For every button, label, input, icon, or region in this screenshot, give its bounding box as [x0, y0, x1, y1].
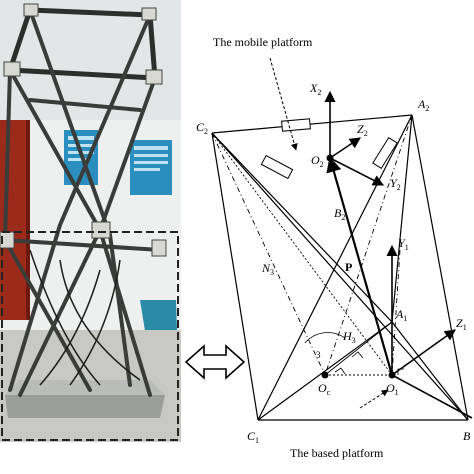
- label-z1: Z1: [456, 316, 467, 332]
- based-callout-arrow: [359, 389, 389, 409]
- label-c2: C2: [196, 120, 208, 136]
- label-a1: A1: [395, 307, 407, 323]
- label-c1: C1: [247, 429, 259, 445]
- robot-photo: [0, 0, 181, 442]
- highlight-box: [1, 231, 179, 441]
- caption-space: [0, 442, 181, 474]
- mobile-platform-label: The mobile platform: [213, 35, 313, 49]
- point-o2: [326, 154, 334, 162]
- label-b2: B2: [334, 206, 345, 222]
- label-h3: H3: [342, 329, 356, 345]
- axis-z2: [329, 137, 361, 159]
- point-labels: C2 A2 B2 O2 C1 A1 O1 Oc N3 H3 B P 3: [196, 97, 471, 445]
- label-oc: Oc: [318, 381, 331, 397]
- label-b1: B: [463, 429, 471, 443]
- label-a2: A2: [417, 97, 429, 113]
- point-o1: [388, 371, 396, 379]
- construction-lines: [211, 114, 413, 376]
- label-angle3: 3: [316, 350, 321, 360]
- label-o1: O1: [386, 381, 399, 397]
- label-o2: O2: [311, 153, 324, 169]
- axis-z1: [391, 329, 456, 376]
- label-y2: Y2: [390, 176, 401, 192]
- axis-x1: [391, 374, 473, 419]
- base-plate: [5, 395, 165, 418]
- frame-lines: [211, 114, 469, 421]
- label-n3: N3: [261, 261, 274, 277]
- points: [321, 154, 396, 379]
- point-oc: [321, 371, 329, 379]
- label-y1: Y1: [398, 236, 409, 252]
- based-platform-label: The based platform: [290, 446, 384, 460]
- vector-p: [326, 156, 394, 376]
- label-z2: Z2: [357, 122, 368, 138]
- label-x2: X2: [309, 81, 321, 97]
- actuator-links: [260, 118, 398, 180]
- struts: [3, 8, 162, 397]
- mobile-callout-arrow: [269, 57, 298, 151]
- label-p: P: [345, 260, 352, 274]
- kinematic-diagram: The mobile platform The based platform C…: [184, 35, 473, 460]
- axis-labels: X2 Y2 Z2 Y1 Z1: [309, 81, 467, 332]
- double-arrow-icon: [184, 344, 246, 380]
